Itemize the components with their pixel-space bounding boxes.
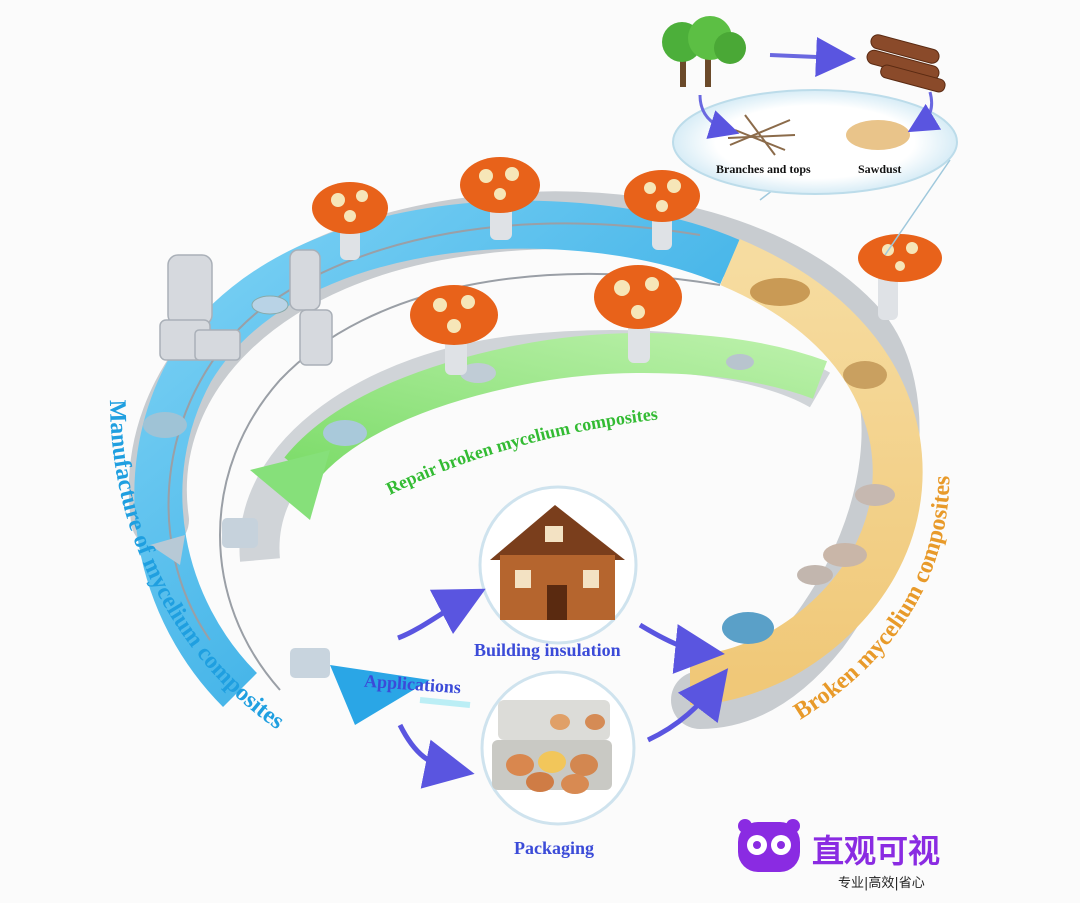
straw-pile-icon xyxy=(750,278,810,306)
logo-subtitle: 专业|高效|省心 xyxy=(838,872,925,891)
composite-disc-icon xyxy=(252,296,288,314)
broken-piece-icon xyxy=(823,543,867,567)
composite-piece-icon xyxy=(143,412,187,438)
broken-piece-icon xyxy=(722,612,774,644)
branches-label: Branches and tops xyxy=(716,162,811,177)
packaging-label: Packaging xyxy=(514,838,594,859)
sawdust-label: Sawdust xyxy=(858,162,901,177)
straw-pile-icon xyxy=(843,361,887,389)
composite-piece-icon xyxy=(726,354,754,370)
egg-carton-icon xyxy=(492,700,612,794)
building-insulation-label: Building insulation xyxy=(474,640,621,661)
logo-title: 直观可视 xyxy=(812,826,940,872)
broken-piece-icon xyxy=(797,565,833,585)
sawdust-icon xyxy=(846,120,910,150)
source-bubble xyxy=(673,90,957,194)
composite-piece-icon xyxy=(222,518,258,548)
composite-block-icon xyxy=(290,648,330,678)
logo-icon xyxy=(738,819,800,872)
composite-piece-icon xyxy=(323,420,367,446)
broken-piece-icon xyxy=(855,484,895,506)
